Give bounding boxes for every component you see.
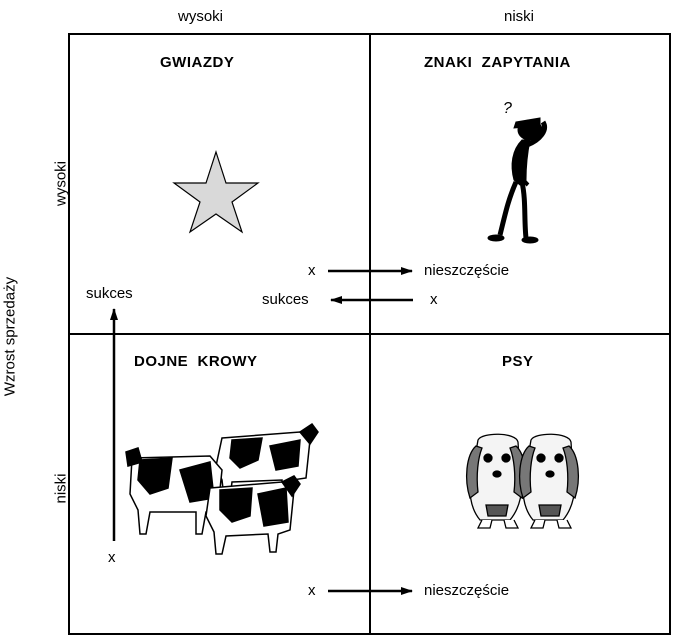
row-axis-title: Wzrost sprzedaży (1, 276, 19, 397)
star-icon (172, 150, 260, 234)
column-header-low: niski (504, 8, 535, 25)
arrow-start-label: x (430, 291, 438, 308)
question-mark: ? (503, 100, 512, 117)
quadrant-title-stars: GWIAZDY (160, 54, 235, 71)
arrow-end-label-misfortune: nieszczęście (424, 262, 510, 279)
quadrant-title-cash-cows: DOJNE KROWY (134, 353, 258, 370)
row-header-low: niski (52, 473, 70, 504)
arrow-end-label-success: sukces (86, 285, 133, 302)
question-man-icon (487, 117, 547, 244)
arrow-end-label-misfortune: nieszczęście (424, 582, 510, 599)
dogs-icon (465, 433, 580, 529)
quadrant-title-dogs: PSY (502, 353, 534, 370)
column-header-high: wysoki (178, 8, 224, 25)
row-header-high: wysoki (52, 161, 70, 207)
arrow-start-label: x (308, 582, 316, 599)
cows-icon (125, 422, 319, 555)
quadrant-title-question-marks: ZNAKI ZAPYTANIA (424, 54, 571, 71)
arrow-end-label-success: sukces (262, 291, 309, 308)
arrow-start-label: x (108, 549, 116, 566)
matrix-grid (68, 33, 671, 635)
arrow-start-label: x (308, 262, 316, 279)
